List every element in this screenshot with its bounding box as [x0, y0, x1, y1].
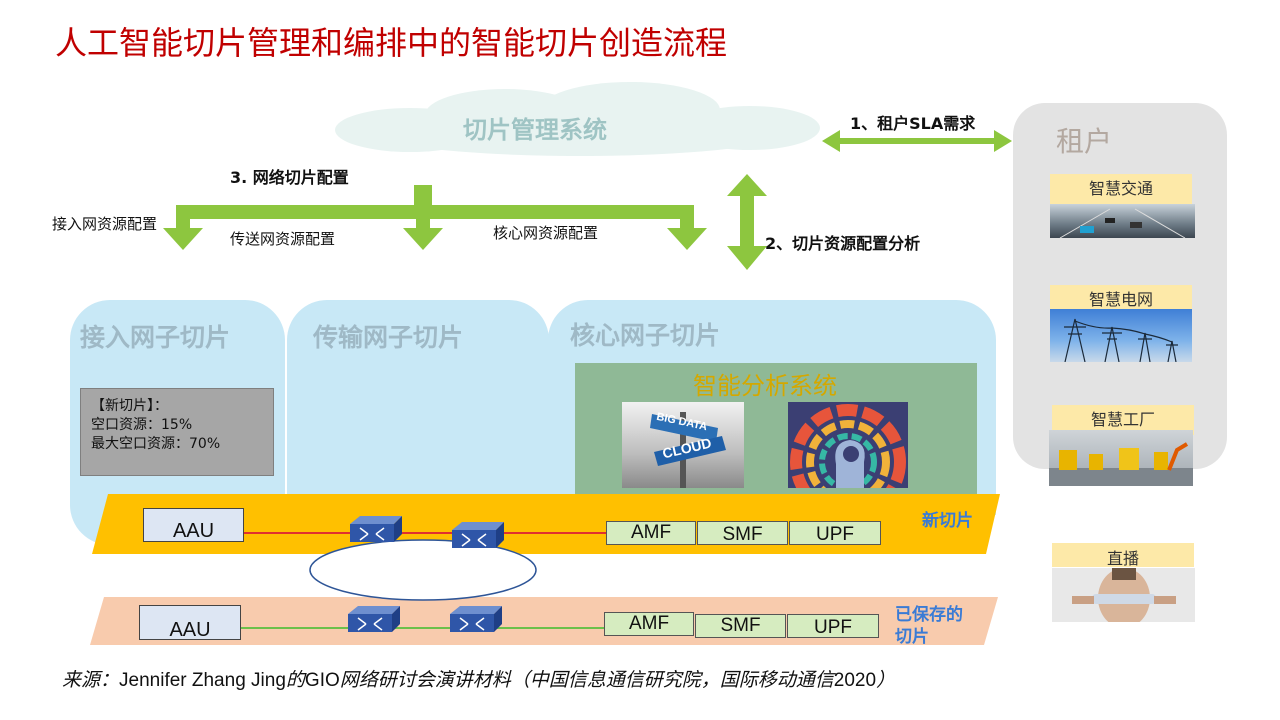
tenant-item-label-live: 直播 — [1052, 543, 1194, 567]
slice-management-system-label: 切片管理系统 — [463, 116, 607, 144]
transport-config-label: 传送网资源配置 — [230, 230, 336, 248]
source-author: Jennifer Zhang Jing — [119, 670, 286, 691]
vr-headset-photo — [1052, 568, 1195, 622]
traffic-photo — [1050, 204, 1195, 238]
big-data-cloud-sign-image: BIG DATA CLOUD — [622, 402, 744, 488]
factory-photo — [1049, 430, 1193, 486]
router-icon — [350, 516, 402, 542]
new-slice-heading: 【新切片】： — [91, 398, 168, 414]
tenant-title: 租户 — [1056, 125, 1113, 158]
access-config-label: 接入网资源配置 — [52, 215, 158, 233]
transport-subnet-panel — [287, 300, 549, 515]
new-slice-amf: AMF — [606, 521, 696, 545]
saved-slice-aau: AAU — [139, 605, 241, 641]
transport-subnet-title: 传输网子切片 — [313, 323, 464, 352]
power-grid-photo — [1050, 309, 1192, 362]
router-icon — [452, 522, 504, 548]
cloud-shape — [335, 82, 820, 156]
new-slice-smf: SMF — [697, 521, 788, 545]
analysis-double-arrow — [727, 174, 767, 270]
core-config-label: 核心网资源配置 — [493, 224, 599, 242]
new-slice-upf: UPF — [789, 521, 881, 545]
new-slice-label: 新切片 — [922, 511, 973, 531]
core-subnet-title: 核心网子切片 — [570, 321, 721, 350]
source-citation: 来源：Jennifer Zhang Jing的GIO网络研讨会演讲材料（中国信息… — [62, 665, 895, 692]
network-config-label: 3. 网络切片配置 — [230, 168, 349, 187]
source-mid1: 的 — [285, 670, 305, 691]
access-subnet-title: 接入网子切片 — [80, 323, 231, 352]
source-mid2: 网络研讨会演讲材料（中国信息通信研究院，国际移动通信 — [339, 670, 834, 691]
tenant-item-label-grid: 智慧电网 — [1050, 285, 1192, 309]
slice-selection-ellipse — [309, 539, 537, 601]
source-suffix: ） — [876, 670, 896, 691]
ai-brain-image — [788, 402, 908, 488]
saved-slice-amf: AMF — [604, 612, 694, 636]
saved-slice-smf: SMF — [695, 614, 786, 638]
saved-slice-label-line2: 切片 — [895, 627, 929, 647]
max-air-resource-text: 最大空口资源：70% — [91, 436, 221, 452]
sla-double-arrow — [822, 130, 1012, 152]
sla-request-label: 1、租户SLA需求 — [850, 114, 976, 133]
air-resource-text: 空口资源：15% — [91, 417, 193, 433]
source-event: GIO — [304, 670, 340, 691]
new-slice-aau: AAU — [143, 508, 244, 542]
source-year: 2020 — [833, 670, 877, 691]
tenant-item-label-traffic: 智慧交通 — [1050, 174, 1192, 204]
router-icon — [450, 606, 502, 632]
new-slice-resource-box: 【新切片】： 空口资源：15% 最大空口资源：70% — [80, 388, 274, 476]
ai-analysis-system-title: 智能分析系统 — [693, 372, 837, 400]
saved-slice-upf: UPF — [787, 614, 879, 638]
source-prefix: 来源： — [62, 670, 120, 691]
router-icon — [348, 606, 400, 632]
resource-analysis-label: 2、切片资源配置分析 — [765, 234, 921, 253]
page-title: 人工智能切片管理和编排中的智能切片创造流程 — [55, 24, 728, 62]
config-distribution-arrow — [163, 185, 707, 250]
saved-slice-label-line1: 已保存的 — [895, 605, 963, 625]
